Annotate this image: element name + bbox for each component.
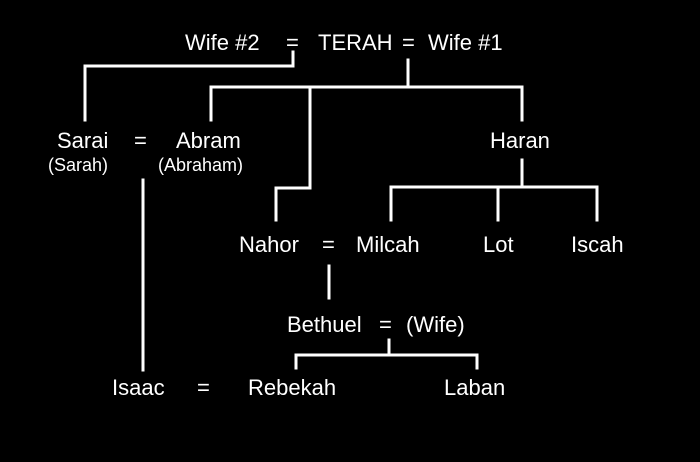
wife2-label: Wife #2 xyxy=(185,30,260,55)
terah-label: TERAH xyxy=(318,30,393,55)
terah-wife1-equals: = xyxy=(402,30,415,55)
bethuel-label: Bethuel xyxy=(287,312,362,337)
connector-to-nahor xyxy=(274,85,312,222)
bethuel-wife-label: (Wife) xyxy=(406,312,465,337)
abram-label: Abram xyxy=(176,128,241,153)
connector-wife2-sarai xyxy=(83,50,295,122)
sarai-abram-equals: = xyxy=(134,128,147,153)
wife2-terah-equals: = xyxy=(286,30,299,55)
isaac-rebekah-equals: = xyxy=(197,375,210,400)
sarah-alt-label: (Sarah) xyxy=(48,155,109,175)
milcah-label: Milcah xyxy=(356,232,420,257)
iscah-label: Iscah xyxy=(571,232,624,257)
haran-label: Haran xyxy=(490,128,550,153)
nahor-label: Nahor xyxy=(239,232,299,257)
laban-label: Laban xyxy=(444,375,506,400)
lot-label: Lot xyxy=(483,232,514,257)
abraham-alt-label: (Abraham) xyxy=(158,155,244,175)
nahor-milcah-equals: = xyxy=(322,232,335,257)
wife1-label: Wife #1 xyxy=(428,30,503,55)
sarai-label: Sarai xyxy=(57,128,109,153)
bethuel-wife-equals: = xyxy=(379,312,392,337)
rebekah-label: Rebekah xyxy=(248,375,337,400)
isaac-label: Isaac xyxy=(112,375,165,400)
